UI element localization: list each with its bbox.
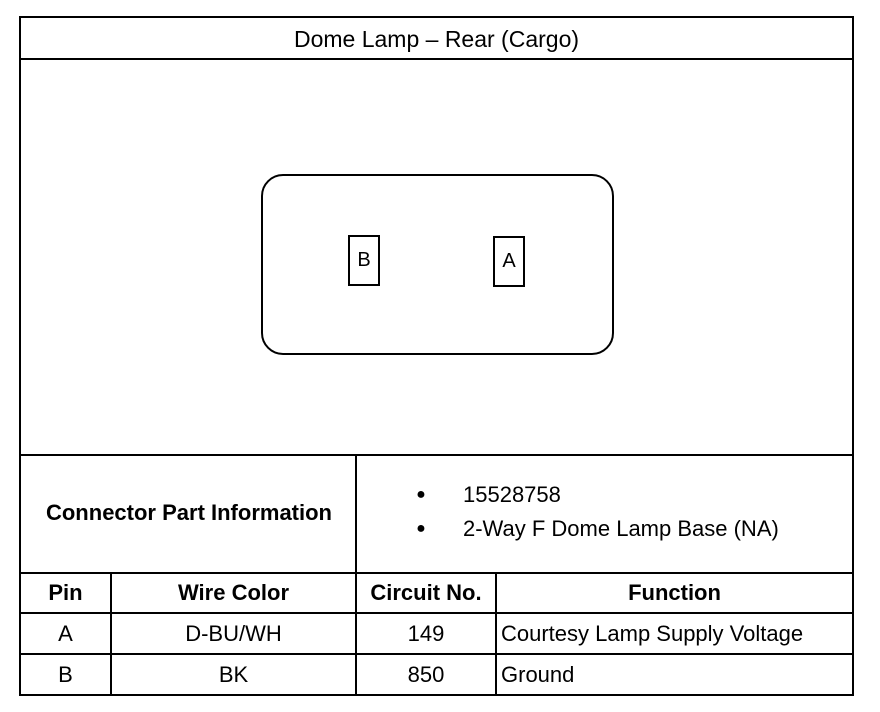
table-cell-function: Courtesy Lamp Supply Voltage	[501, 620, 804, 646]
column-header-function: Function	[628, 580, 721, 605]
divider	[21, 653, 852, 655]
divider	[495, 572, 497, 694]
connector-end-view-sheet: Dome Lamp – Rear (Cargo) B A Connector P…	[19, 16, 854, 696]
part-info-item: ● 15528758	[359, 478, 854, 512]
connector-housing	[261, 174, 614, 355]
table-cell-pin: B	[58, 661, 73, 687]
table-cell-function: Ground	[501, 661, 575, 687]
part-info-header: Connector Part Information	[45, 500, 332, 525]
divider	[110, 572, 112, 694]
divider	[355, 572, 357, 694]
bullet-icon: ●	[416, 520, 426, 537]
table-cell-pin: A	[58, 620, 73, 646]
pin-a-label: A	[502, 250, 516, 272]
part-info-list: ● 15528758 ● 2-Way F Dome Lamp Base (NA)	[359, 454, 854, 570]
divider	[21, 612, 852, 614]
divider	[21, 454, 852, 456]
divider	[355, 454, 357, 572]
divider	[21, 572, 852, 574]
divider	[21, 58, 852, 60]
table-cell-wire-color: D-BU/WH	[185, 620, 282, 646]
table-cell-circuit-no: 850	[407, 661, 445, 687]
table-cell-circuit-no: 149	[407, 620, 445, 646]
pin-a-cavity: A	[493, 236, 525, 287]
table-cell-wire-color: BK	[218, 661, 249, 687]
column-header-pin: Pin	[48, 580, 83, 605]
part-info-item: ● 2-Way F Dome Lamp Base (NA)	[359, 512, 854, 546]
part-number: 15528758	[463, 482, 561, 507]
part-description: 2-Way F Dome Lamp Base (NA)	[463, 516, 779, 541]
column-header-wire-color: Wire Color	[177, 580, 290, 605]
page-title: Dome Lamp – Rear (Cargo)	[293, 25, 580, 52]
column-header-circuit-no: Circuit No.	[370, 580, 482, 605]
pin-b-cavity: B	[348, 235, 380, 286]
bullet-icon: ●	[416, 486, 426, 503]
pin-b-label: B	[357, 249, 371, 271]
